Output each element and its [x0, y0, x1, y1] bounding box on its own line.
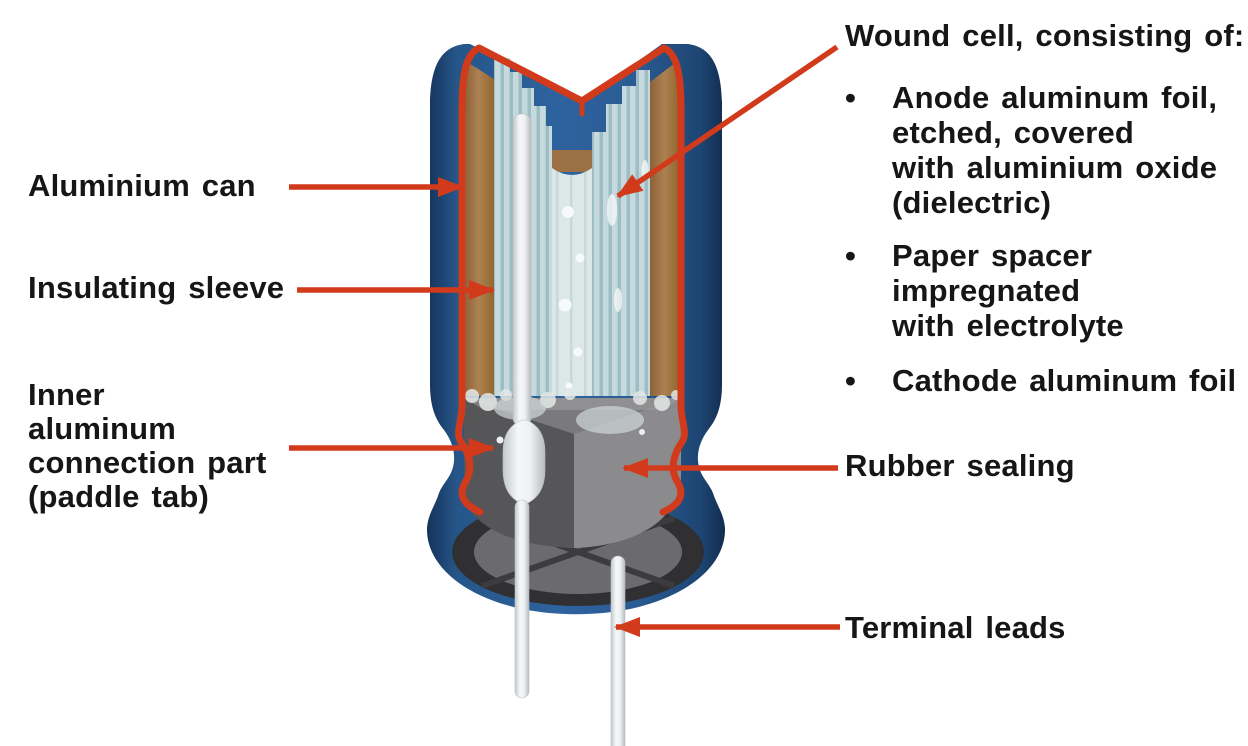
paper-core — [552, 168, 592, 396]
wound-cell-bullet-anode: • Anode aluminum foil, etched, covered w… — [845, 80, 1217, 220]
terminal-lead-left — [514, 499, 530, 699]
wound-cell-leader-arrow — [616, 44, 839, 199]
foil-step-brown — [552, 150, 592, 172]
bullet-anode-text: Anode aluminum foil, etched, covered wit… — [892, 80, 1218, 220]
anode-lead-paddle — [502, 113, 546, 699]
wound-cell-bullet-cathode: • Cathode aluminum foil — [845, 363, 1236, 398]
label-insulating-sleeve: Insulating sleeve — [28, 270, 285, 305]
bullet-icon: • — [845, 80, 856, 115]
label-wound-cell-heading: Wound cell, consisting of: — [845, 18, 1245, 53]
wound-cell-bullet-paper: • Paper spacer impregnated with electrol… — [845, 238, 1124, 343]
leader-arrows — [289, 44, 840, 637]
bullet-cathode-text: Cathode aluminum foil — [892, 363, 1237, 398]
label-inner-connection-paddle-tab: Inner aluminum connection part (paddle t… — [28, 377, 267, 514]
bullet-icon: • — [845, 238, 856, 273]
rubber-sealing-block — [464, 398, 681, 548]
cut-edge-outline — [455, 44, 688, 516]
terminal-lead-right — [610, 555, 626, 746]
bullet-icon: • — [845, 363, 856, 398]
aluminium-can-wall-section — [464, 60, 679, 396]
bullet-paper-text: Paper spacer impregnated with electrolyt… — [892, 238, 1124, 343]
electrolyte-dots — [558, 206, 585, 390]
label-terminal-leads: Terminal leads — [845, 610, 1066, 645]
label-rubber-sealing: Rubber sealing — [845, 448, 1075, 483]
label-aluminium-can: Aluminium can — [28, 168, 256, 203]
foil-stack-right — [592, 70, 650, 396]
